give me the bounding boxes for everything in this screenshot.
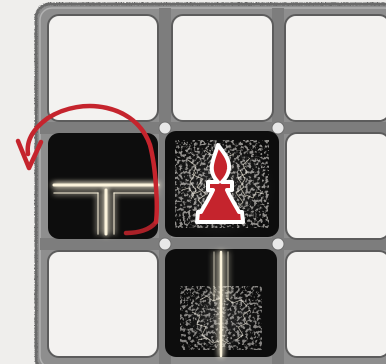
tile-r3-c2[interactable]	[165, 249, 277, 357]
tile-r3-c1[interactable]	[48, 251, 158, 357]
tile-r1-c3[interactable]	[285, 15, 386, 121]
tile-r2-c3[interactable]	[286, 133, 386, 239]
tile-r2-c1[interactable]	[48, 133, 158, 239]
tile-r1-c2[interactable]	[172, 15, 273, 121]
tile-r3-c3[interactable]	[286, 251, 386, 357]
